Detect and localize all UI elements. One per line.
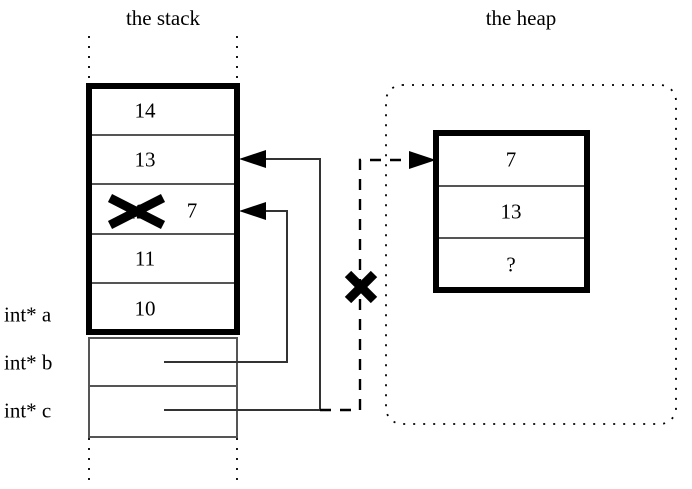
pointer-b-arrowhead — [239, 202, 266, 220]
stack-cell-value-0: 14 — [134, 98, 156, 123]
pointer-c-arrowhead — [239, 150, 266, 168]
heap-cell-value-2: ? — [506, 252, 516, 277]
struck-value-x-icon — [107, 193, 166, 230]
heap-title: the heap — [485, 6, 557, 30]
stack-cell-struck-value-2: 12 — [125, 199, 147, 224]
heap-cell-value-0: 7 — [505, 147, 517, 172]
stack-cell-value-3: 11 — [134, 246, 156, 271]
dangling-pointer-arrowhead — [409, 151, 436, 169]
stack-cell-value-4: 10 — [134, 296, 156, 321]
invalid-pointer-x-icon — [344, 270, 378, 304]
stack-var-cell-c — [88, 385, 238, 438]
stack-cell-value-1: 13 — [134, 147, 156, 172]
stack-var-label-c: int* c — [4, 398, 52, 423]
stack-cell-value-2: 7 — [186, 198, 198, 223]
heap-cell-value-1: 13 — [500, 199, 522, 224]
stack-frame-box — [86, 83, 240, 335]
heap-block-box — [433, 130, 590, 293]
pointer-c-path — [164, 158, 321, 411]
stack-var-label-b: int* b — [4, 350, 53, 375]
stack-title: the stack — [125, 6, 201, 30]
pointer-b-path — [164, 210, 288, 363]
heap-region-boundary — [385, 84, 677, 425]
stack-var-label-a: int* a — [4, 302, 52, 327]
